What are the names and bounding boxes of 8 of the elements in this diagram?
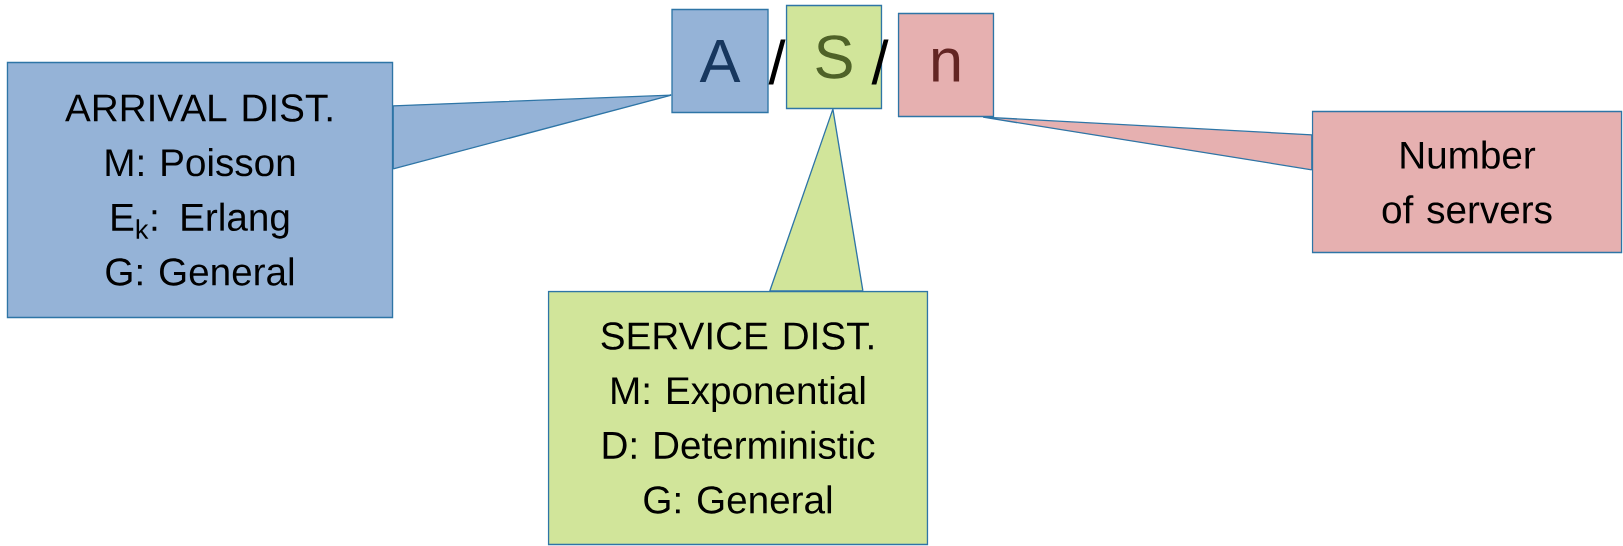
callout-box: ARRIVAL DIST. M: Poisson E$_{k}$: Erlang G: General <box>6 61 394 319</box>
callout-pointer <box>982 116 1313 171</box>
callout-pointer <box>769 108 864 292</box>
callout-box: Number of servers <box>1311 110 1623 254</box>
callout-pointer <box>392 94 672 170</box>
callout-box: SERVICE DIST. M: Exponential D: Deterministic G: General <box>547 290 929 546</box>
letter-box: n <box>897 12 995 118</box>
letter-box: A <box>671 8 769 114</box>
